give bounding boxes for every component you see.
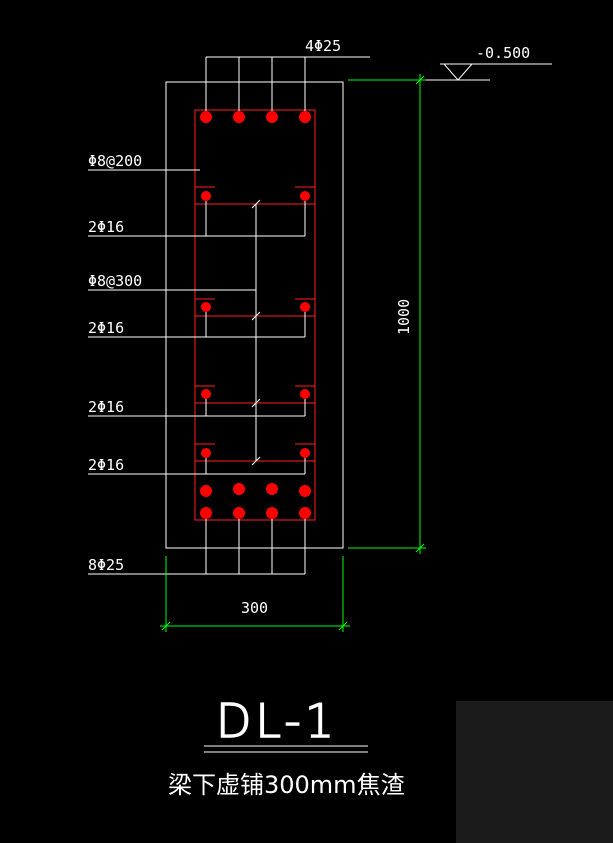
rebars (200, 111, 311, 519)
bottom-rebar (299, 485, 311, 497)
concrete-outline (165, 81, 344, 549)
side-rebar (300, 389, 310, 399)
side-bars-3-label: 2Φ16 (88, 398, 124, 416)
bottom-rebar (266, 507, 278, 519)
corner-panel (456, 701, 613, 843)
side-rebar (300, 448, 310, 458)
height-dimension-label: 1000 (395, 299, 413, 335)
side-rebar (201, 302, 211, 312)
bottom-rebar (233, 507, 245, 519)
side-rebar (300, 191, 310, 201)
elevation-marker (422, 63, 552, 81)
bottom-rebar (233, 483, 245, 495)
side-rebar (201, 389, 211, 399)
bottom-rebar (266, 483, 278, 495)
bottom-rebar (200, 507, 212, 519)
title: DL-1 (216, 694, 338, 748)
stirrup-inner-label: Φ8@300 (88, 272, 142, 290)
top-rebar (233, 111, 245, 123)
bottom-bars-label: 8Φ25 (88, 556, 124, 574)
side-rebar (201, 191, 211, 201)
stirrup-inner (195, 186, 315, 462)
dimension-lines (160, 74, 426, 632)
elevation-label: -0.500 (476, 44, 530, 62)
stirrup-outer (194, 109, 316, 521)
top-rebar (200, 111, 212, 123)
side-rebar (300, 302, 310, 312)
leader-lines (88, 56, 370, 575)
note: 梁下虚铺300mm焦渣 (168, 771, 405, 799)
tie-bar (251, 199, 261, 466)
side-bars-4-label: 2Φ16 (88, 456, 124, 474)
top-rebar (266, 111, 278, 123)
side-bars-1-label: 2Φ16 (88, 218, 124, 236)
side-bars-2-label: 2Φ16 (88, 319, 124, 337)
bottom-rebar (200, 485, 212, 497)
top-bars-label: 4Φ25 (305, 37, 341, 55)
stirrup-outer-label: Φ8@200 (88, 152, 142, 170)
width-dimension-label: 300 (241, 599, 268, 617)
top-rebar (299, 111, 311, 123)
title-underline (204, 745, 368, 753)
side-rebar (201, 448, 211, 458)
bottom-rebar (299, 507, 311, 519)
